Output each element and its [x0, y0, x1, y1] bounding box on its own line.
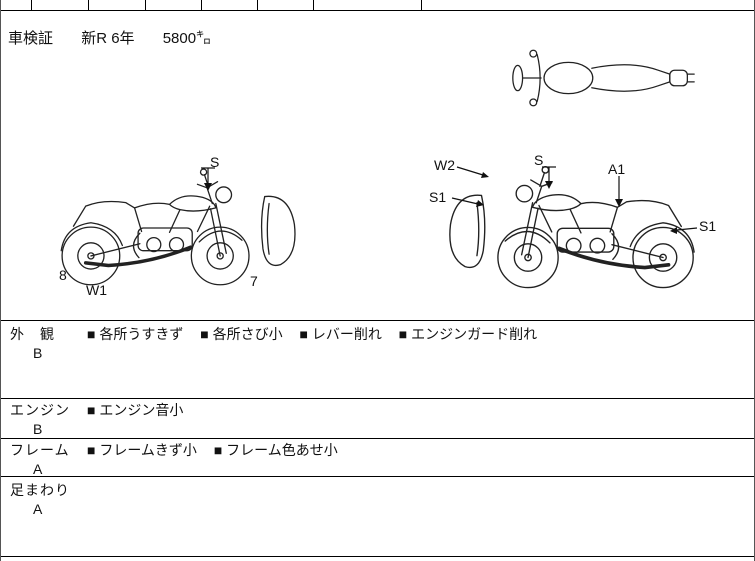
note-item: ■ フレーム色あせ小 — [213, 442, 338, 458]
damage-code-label: S — [210, 154, 220, 170]
cropped-table-edge — [1, 0, 754, 11]
row-header: フレーム A — [1, 442, 87, 477]
damage-code-label: S — [534, 152, 544, 168]
note-item: ■ 各所さび小 — [200, 326, 283, 342]
category-label: 外 観 — [10, 326, 55, 342]
row-notes: ■ 各所うすきず ■ 各所さび小 ■ レバー削れ ■ エンジンガード削れ — [87, 326, 754, 342]
damage-code-label: S1 — [699, 218, 717, 234]
grade-value: A — [33, 501, 43, 517]
inspection-row-frame: フレーム A ■ フレームきず小 ■ フレーム色あせ小 — [1, 439, 754, 477]
mileage-value: 5800㌔ — [162, 30, 212, 47]
grade-value: B — [33, 345, 43, 361]
damage-code-label: W2 — [434, 157, 455, 173]
damage-code-label: 7 — [250, 273, 258, 289]
row-notes: ■ フレームきず小 ■ フレーム色あせ小 — [87, 442, 754, 458]
note-item: ■ フレームきず小 — [87, 442, 197, 458]
vehicle-info-line: 車検証 新R 6年 5800㌔ — [8, 27, 235, 48]
inspection-row-engine: エンジン B ■ エンジン音小 — [1, 399, 754, 439]
row-header: 足まわり A — [1, 482, 87, 517]
category-label: フレーム — [10, 442, 70, 458]
motorcycle-right-side-diagram — [429, 148, 711, 294]
table-column-divider — [31, 0, 32, 11]
inspection-row-undercarriage: 足まわり A — [1, 477, 754, 556]
table-column-divider — [201, 0, 202, 11]
note-item: ■ 各所うすきず — [87, 326, 184, 342]
damage-code-label: 8 — [59, 267, 67, 283]
shaken-label: 車検証 — [8, 30, 54, 47]
note-item: ■ エンジンガード削れ — [398, 326, 538, 342]
grade-value: A — [33, 461, 43, 477]
motorcycle-left-side-diagram — [49, 148, 311, 294]
table-column-divider — [257, 0, 258, 11]
category-label: エンジン — [10, 402, 70, 418]
damage-code-label: A1 — [608, 161, 626, 177]
note-item: ■ エンジン音小 — [87, 402, 184, 418]
table-column-divider — [313, 0, 314, 11]
table-column-divider — [145, 0, 146, 11]
shaken-expiry: 新R 6年 — [81, 30, 135, 47]
damage-code-label: S1 — [429, 189, 447, 205]
row-header: エンジン B — [1, 402, 87, 437]
note-item: ■ レバー削れ — [299, 326, 382, 342]
row-notes: ■ エンジン音小 — [87, 402, 754, 418]
motorcycle-top-view-diagram — [506, 46, 701, 110]
row-header: 外 観 B — [1, 326, 87, 361]
grade-value: B — [33, 421, 43, 437]
table-column-divider — [421, 0, 422, 11]
damage-code-label: W1 — [86, 282, 107, 298]
table-column-divider — [88, 0, 89, 11]
inspection-table: 外 観 B ■ 各所うすきず ■ 各所さび小 ■ レバー削れ ■ エンジンガード… — [1, 320, 754, 557]
inspection-row-exterior: 外 観 B ■ 各所うすきず ■ 各所さび小 ■ レバー削れ ■ エンジンガード… — [1, 321, 754, 399]
category-label: 足まわり — [10, 482, 70, 498]
